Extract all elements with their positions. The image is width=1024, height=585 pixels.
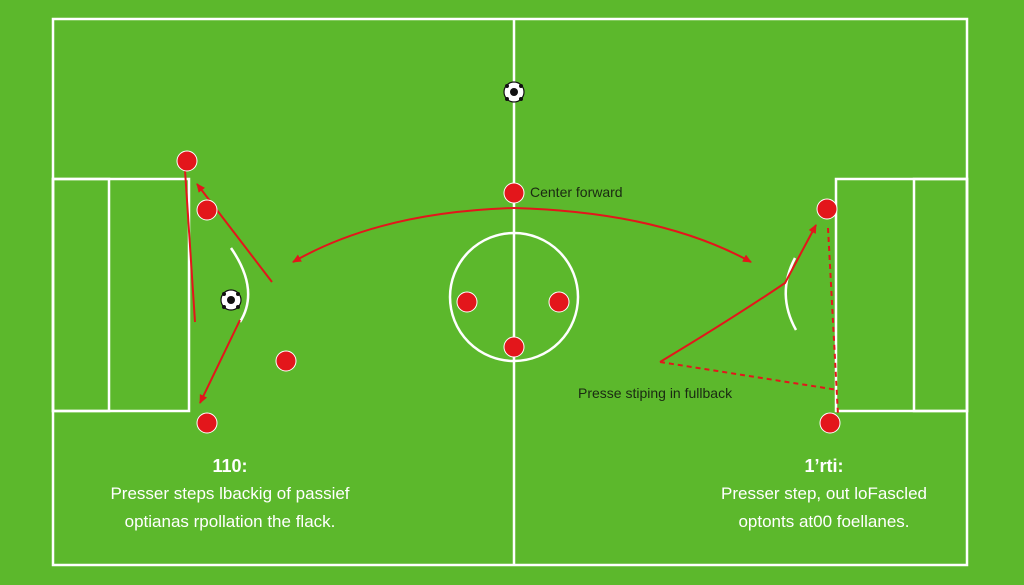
right-goal-area [912, 177, 969, 413]
movement-arrows [184, 169, 839, 416]
right-press-triangle [659, 224, 817, 363]
players [176, 150, 841, 434]
left-note-line2: optianas rpollation the flack. [124, 512, 336, 531]
center-forward-label: Center forward [530, 184, 623, 200]
left-penalty-arc [229, 247, 250, 323]
player-left-mid [275, 350, 297, 372]
left-goal-area [51, 177, 111, 413]
left-note-heading: 110: [212, 456, 248, 476]
right-penalty-arc [784, 257, 798, 331]
player-left-bottom [196, 412, 218, 434]
fullback-press-label: Presse stiping in fullback [578, 385, 733, 401]
player-left-top [176, 150, 198, 172]
player-center-right [548, 291, 570, 313]
press-arrow-left-down [199, 319, 241, 404]
left-note-line1: Presser steps lbackig of passief [110, 484, 350, 503]
right-note: 1’rti: Presser step, out loFascled opton… [664, 452, 984, 536]
pitch-lines [51, 17, 969, 567]
player-center-forward [503, 182, 525, 204]
right-note-heading: 1’rti: [804, 456, 844, 476]
player-center-bottom [503, 336, 525, 358]
player-center-left [456, 291, 478, 313]
switch-arrow-right [513, 207, 752, 263]
center-circle [448, 231, 580, 363]
left-note: 110: Presser steps lbackig of passief op… [70, 452, 390, 536]
soccer-ball-icon [220, 289, 242, 311]
right-fullback-dashed [827, 227, 839, 416]
right-press-dashed [659, 361, 839, 391]
player-left-fullback [196, 199, 218, 221]
player-right-bottom [819, 412, 841, 434]
soccer-ball-icon [503, 81, 525, 103]
right-note-line1: Presser step, out loFascled [721, 484, 927, 503]
left-back-run [184, 169, 196, 323]
right-note-line2: optonts at00 foellanes. [738, 512, 910, 531]
switch-arrow-left [292, 207, 515, 263]
player-right-top [816, 198, 838, 220]
